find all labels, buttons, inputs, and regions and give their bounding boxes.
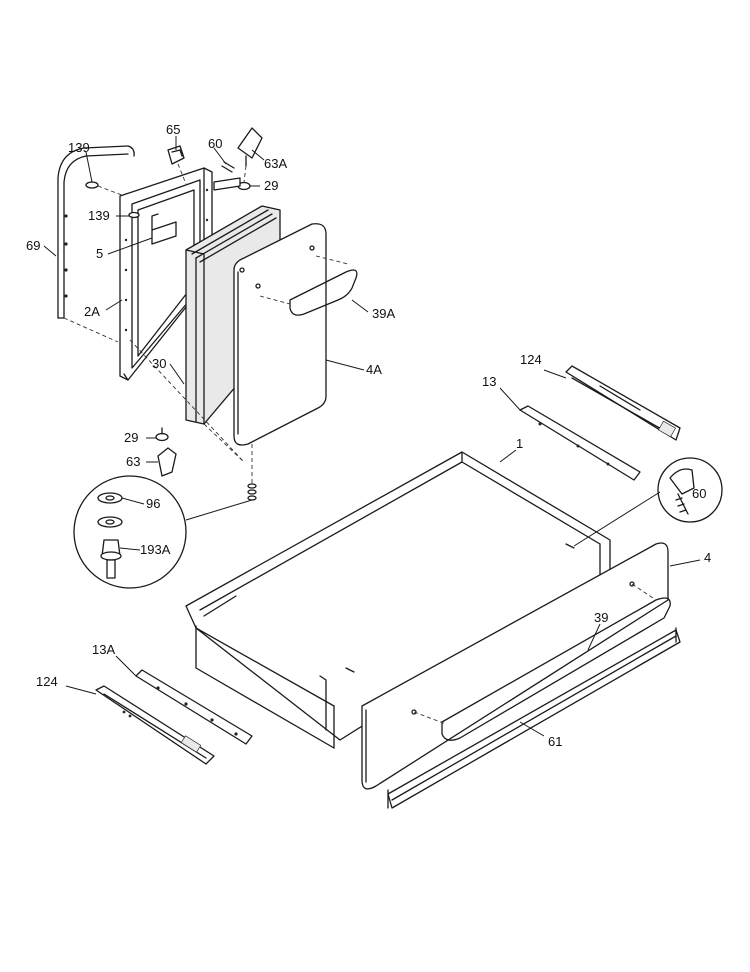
- callout-65: 65: [166, 122, 180, 137]
- callout-139-lower: 139: [88, 208, 110, 223]
- washer-stack-small: [247, 483, 257, 501]
- callout-39: 39: [594, 610, 608, 625]
- callout-labels: 65 139 60 63A 29 139 5 69 2A 39A 4A 30 1…: [26, 122, 711, 749]
- part-5-bracket: [151, 213, 177, 245]
- callout-13A: 13A: [92, 642, 115, 657]
- callout-69: 69: [26, 238, 40, 253]
- callout-5: 5: [96, 246, 103, 261]
- part-65-clip: [167, 145, 185, 165]
- part-124-slide-left: [95, 685, 215, 765]
- callout-39A: 39A: [372, 306, 395, 321]
- part-60-pin-upper: [221, 161, 235, 173]
- detail-circle-hardware: [73, 475, 253, 589]
- callout-4A: 4A: [366, 362, 382, 377]
- callout-139-top: 139: [68, 140, 90, 155]
- callout-13: 13: [482, 374, 496, 389]
- screw-60-on-box: [565, 491, 661, 549]
- callout-96: 96: [146, 496, 160, 511]
- callout-124-right: 124: [520, 352, 542, 367]
- part-61-trim: [387, 627, 681, 809]
- callout-2A: 2A: [84, 304, 100, 319]
- part-63-wedge: [157, 447, 177, 477]
- callout-29-upper: 29: [264, 178, 278, 193]
- part-139-screw-lower: [128, 211, 140, 219]
- part-29-nut-lower: [155, 427, 169, 442]
- part-124-slide-right: [565, 365, 681, 441]
- callout-193A: 193A: [140, 542, 171, 557]
- part-39A-handle: [289, 269, 358, 316]
- callout-63: 63: [126, 454, 140, 469]
- callout-29-lower: 29: [124, 430, 138, 445]
- callout-1: 1: [516, 436, 523, 451]
- hinge-arm: [213, 177, 241, 191]
- part-13A-rail-left: [135, 669, 253, 745]
- part-63A-wedge: [237, 127, 263, 167]
- part-139-screw-top: [85, 181, 99, 189]
- callout-30: 30: [152, 356, 166, 371]
- part-39-handle: [441, 597, 671, 741]
- part-4A-panel: [233, 223, 327, 446]
- callout-60-upper: 60: [208, 136, 222, 151]
- callout-124-left: 124: [36, 674, 58, 689]
- callout-60-detail: 60: [692, 486, 706, 501]
- leader-lines: [43, 136, 701, 737]
- part-13-rail-right: [519, 405, 641, 481]
- callout-4: 4: [704, 550, 711, 565]
- detail-circle-60: [657, 457, 723, 523]
- callout-61: 61: [548, 734, 562, 749]
- pin-on-box: [345, 667, 355, 673]
- part-69-trim-strip: [57, 145, 135, 319]
- callout-63A: 63A: [264, 156, 287, 171]
- part-4-drawer-front: [361, 542, 669, 790]
